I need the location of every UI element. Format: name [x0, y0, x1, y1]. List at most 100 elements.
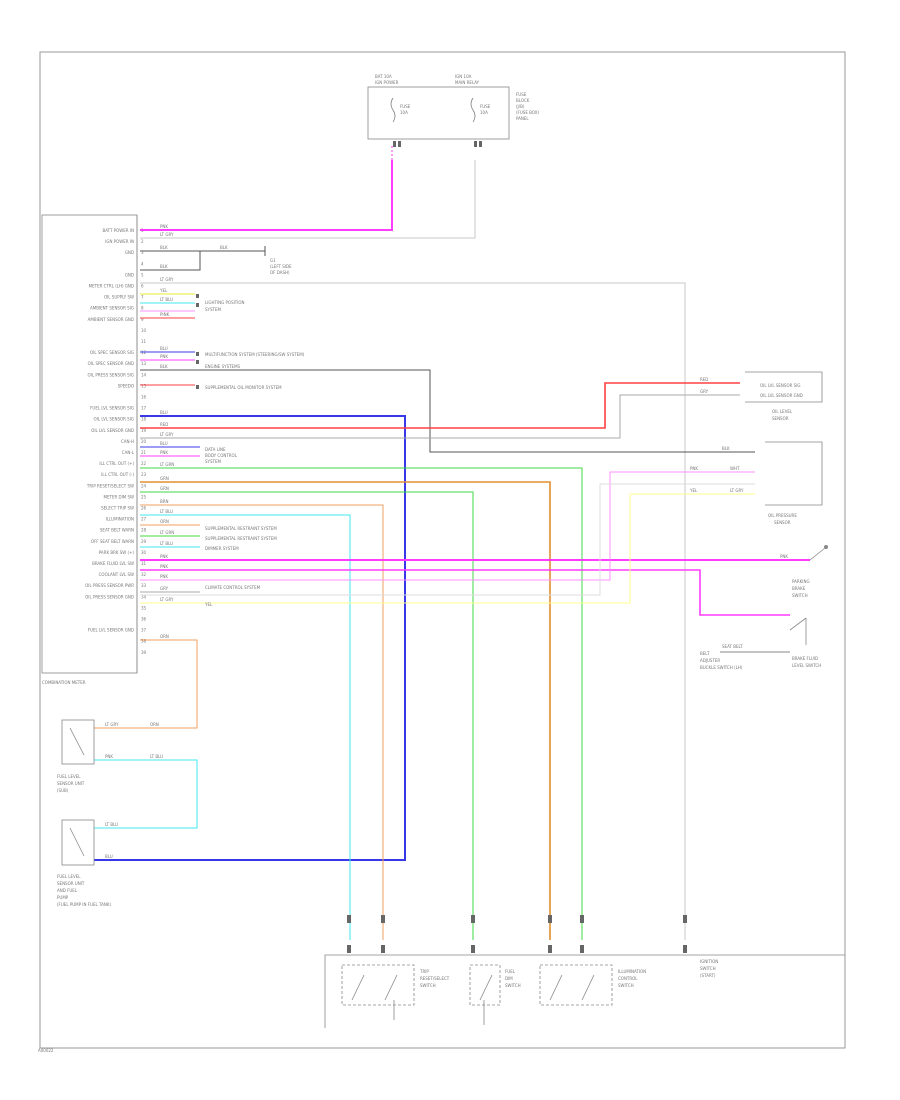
meter-pin-number: 2 — [141, 239, 144, 244]
footer-id: A00022 — [38, 1048, 54, 1053]
meter-pin-label: OIL PRESS SENSOR GND — [85, 594, 134, 599]
meter-pin-number: 21 — [141, 450, 147, 455]
meter-pin-number: 16 — [141, 395, 147, 400]
ill-switch-label-0: ILLUMINATION — [618, 969, 646, 974]
wl-fs1-a: LT GRY — [105, 722, 119, 727]
ground-symbol: G1 (LEFT SIDE OF DASH) — [264, 246, 292, 275]
meter-pin-label: AMBIENT SENSOR SIG — [90, 306, 134, 311]
trip-switch-label-0: TRIP — [419, 969, 429, 974]
wl-fs3-b: BLU — [105, 854, 113, 859]
wire-batt-power — [140, 160, 393, 231]
meter-pin-number: 18 — [141, 417, 147, 422]
oil-pressure-sensor: OIL PRESSURE SENSOR — [765, 441, 823, 525]
meter-pin-label: OIL LVL SENSOR SIG — [94, 417, 134, 422]
connector-markers — [196, 294, 687, 953]
meter-pin-number: 13 — [141, 361, 147, 366]
note-press: SUPPLEMENTAL OIL MONITOR SYSTEM — [205, 385, 282, 390]
wire-harness — [94, 145, 810, 940]
wl-dim: BRN — [160, 499, 169, 504]
wl-amb-gnd: PINK — [160, 312, 170, 317]
meter-pin-number: 22 — [141, 461, 147, 466]
wire-color-labels: PNK LT GRY BLK BLK BLK LT GRY YEL LT BLU… — [105, 224, 788, 859]
meter-switch-label-1: DIM — [505, 976, 513, 981]
meter-pin-label: BRAKE FLUID LVL SW — [92, 561, 134, 566]
trip-switch-label-1: RESET/SELECT — [420, 976, 450, 981]
wire-oil-level-sig — [140, 382, 740, 429]
wl-press-b: PNK — [690, 466, 698, 471]
note-ill-p: SUPPLEMENTAL RESTRAINT SYSTEM — [205, 526, 277, 531]
meter-pin-label: ILL CTRL OUT (-) — [101, 472, 134, 477]
wl-sel: LT BLU — [160, 509, 173, 514]
meter-pin-label: OIL SUPPLY SW — [104, 295, 134, 300]
ill-switch-label-2: SWITCH — [618, 983, 634, 988]
wl-ill-p: LT GRN — [160, 462, 174, 467]
parking-switch-label-0: PARKING — [792, 579, 810, 584]
meter-pin-label: OIL PRESS SENSOR PWR — [85, 583, 134, 588]
wl-oil-press: BLK — [160, 364, 168, 369]
fuel-sender-2-label-0: FUEL LEVEL — [57, 874, 81, 879]
meter-pin-label: ILLUMINATION — [106, 517, 134, 522]
ignition-switch-label-0: IGNITION — [700, 959, 718, 964]
trip-switch-label-2: SWITCH — [420, 983, 436, 988]
wl-belt: LT GRN — [160, 530, 174, 535]
meter-pin-label: CAN-L — [122, 450, 135, 455]
ground-note-2: OF DASH) — [270, 270, 290, 275]
brake-fluid-ref-2: BUCKLE SWITCH (LH) — [700, 665, 743, 670]
wl-gnd2: BLK — [220, 245, 228, 250]
meter-pin-number: 25 — [141, 494, 147, 499]
fuse-block-label-4: PANEL — [516, 116, 529, 121]
wl-oil-spec1: BLU — [160, 346, 168, 351]
meter-switch-label-2: SWITCH — [505, 983, 521, 988]
meter-pin-number: 34 — [141, 594, 147, 599]
meter-pin-label: COOLANT LVL SW — [99, 572, 134, 577]
fuse-block-label-3: (FUSE BOX) — [516, 110, 539, 115]
wl-fs3-a: LT BLU — [105, 822, 118, 827]
fuse-right-symbol — [470, 97, 476, 123]
wl-brake: PNK — [160, 564, 168, 569]
meter-pin-label: GND — [125, 272, 134, 277]
oil-pressure-sensor-label-0: OIL PRESSURE — [768, 513, 797, 518]
meter-pin-label: SEAT BELT WARN — [100, 528, 134, 533]
parking-switch-label-1: BRAKE — [792, 586, 806, 591]
meter-pin-number: 11 — [141, 339, 147, 344]
brake-fluid-switch-label-0: BRAKE FLUID — [792, 656, 818, 661]
meter-pin-number: 23 — [141, 472, 147, 477]
wl-ctrl: LT GRY — [160, 277, 174, 282]
wl-oil-lvl-sig: RED — [160, 422, 168, 427]
meter-switch-label-0: FUEL — [505, 969, 516, 974]
meter-pin-number: 38 — [141, 639, 147, 644]
meter-pin-number: 5 — [141, 272, 144, 277]
fuse-left-amps: 10A — [400, 110, 408, 115]
oil-level-sensor-pin-1: OIL LVL SENSOR SIG — [760, 383, 800, 388]
wl-trip: GRN — [160, 486, 169, 491]
brake-fluid-note-0: BELT — [700, 651, 710, 656]
wire-fuel-sig — [94, 415, 406, 861]
wl-fs2-a: PNK — [105, 754, 113, 759]
wire-ill-ctrl-neg — [140, 481, 551, 940]
wl-oil-spec2: PNK — [160, 354, 168, 359]
meter-pin-label: BATT POWER IN — [102, 228, 134, 233]
brake-fluid-switch: BRAKE FLUID LEVEL SWITCH SEAT BELT BELT … — [700, 617, 821, 670]
parking-brake-switch: PARKING BRAKE SWITCH — [792, 545, 828, 598]
wl-ill-m: GRN — [160, 476, 169, 481]
fuse-block: BAT 10A IGN POWER IGN 10A MAIN RELAY FUS… — [367, 74, 539, 147]
meter-pin-label: OIL PRESS SENSOR SIG — [87, 372, 134, 377]
meter-pin-label: ILL CTRL OUT (+) — [99, 461, 134, 466]
meter-pin-number: 37 — [141, 628, 147, 633]
wl-park: PNK — [160, 554, 168, 559]
fuse-left-header: BAT 10A — [375, 74, 392, 79]
fuel-sender-2-label-4: (FUEL PUMP IN FUEL TANK) — [57, 902, 111, 907]
fuse-block-label-0: FUSE — [516, 92, 527, 97]
meter-pin-number: 19 — [141, 428, 147, 433]
meter-pin-label: PARK BRK SW (+) — [99, 550, 135, 555]
fuel-sender-1: FUEL LEVEL SENSOR UNIT (SUB) — [57, 719, 95, 793]
wire-trip-reset — [140, 491, 474, 940]
wire-oil-press-sig — [140, 369, 755, 453]
wl-gnd: BLK — [160, 245, 168, 250]
meter-pin-label: METER CTRL (LH) GND — [89, 284, 134, 289]
wl-lt-grn-y: YEL — [204, 602, 213, 607]
wire-meter-dim — [140, 504, 384, 940]
meter-pin-number: 6 — [141, 284, 144, 289]
meter-pin-label: CAN-H — [121, 439, 134, 444]
wl-lt-gry: LT GRY — [730, 488, 744, 493]
